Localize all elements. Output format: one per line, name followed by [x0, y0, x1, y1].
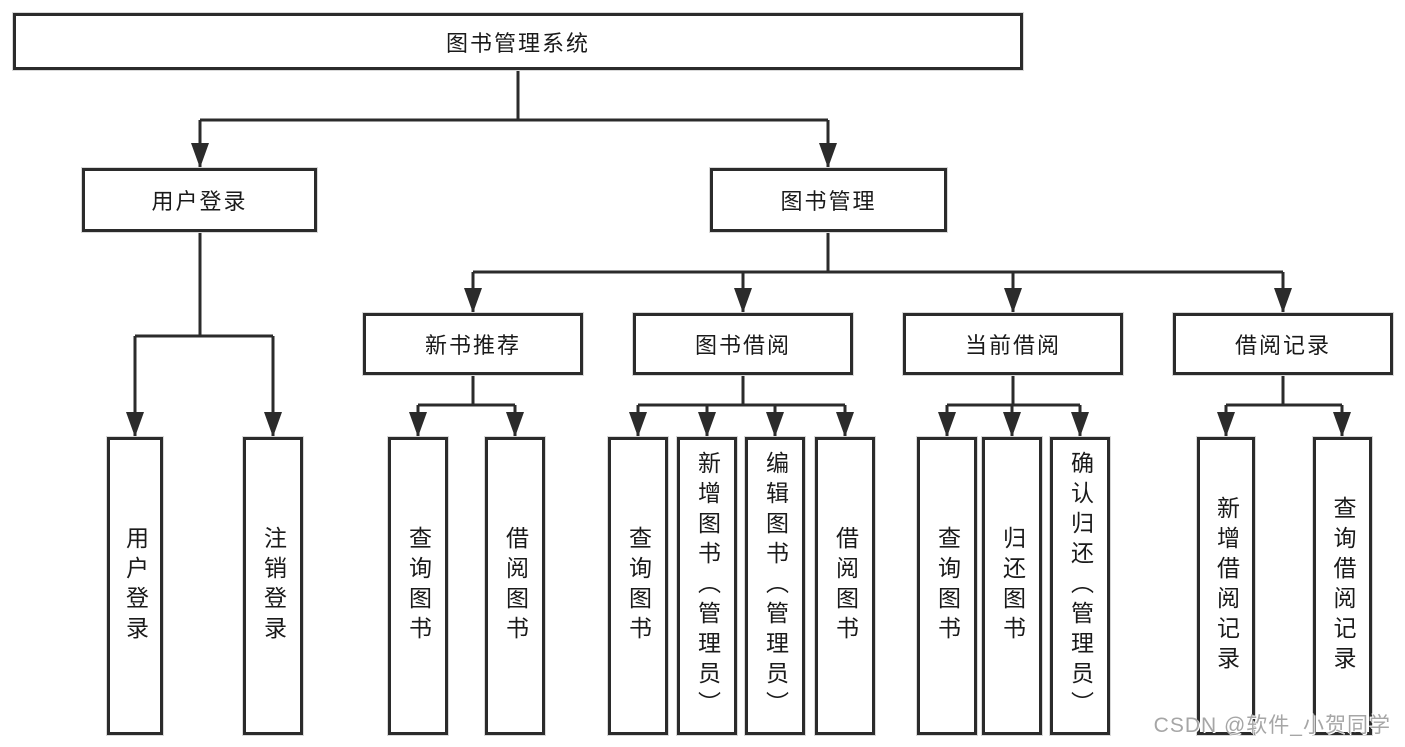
node-book-management: 图书管理 — [710, 168, 947, 232]
leaf-borrow-add-books-admin: 新增图书（管理员） — [677, 437, 737, 735]
leaf-logout: 注销登录 — [243, 437, 303, 735]
node-book-borrowing: 图书借阅 — [633, 313, 853, 375]
edge-bus-root — [200, 70, 828, 122]
leaf-borrow-borrow-books: 借阅图书 — [815, 437, 875, 735]
edge-bus-book-mgmt — [473, 232, 1283, 274]
leaf-borrow-edit-books-admin: 编辑图书（管理员） — [745, 437, 805, 735]
node-root-library-system: 图书管理系统 — [13, 13, 1023, 70]
edge-bus-current-borrow — [947, 375, 1080, 407]
edge-bus-borrow-records — [1226, 375, 1342, 407]
node-new-book-recommend: 新书推荐 — [363, 313, 583, 375]
node-current-borrowing: 当前借阅 — [903, 313, 1123, 375]
edge-bus-user-login — [135, 232, 273, 338]
leaf-rec-query-books: 查询图书 — [388, 437, 448, 735]
leaf-rec-borrow-books: 借阅图书 — [485, 437, 545, 735]
csdn-watermark: CSDN @软件_小贺同学 — [1153, 714, 1391, 737]
leaf-records-query-record: 查询借阅记录 — [1313, 437, 1372, 735]
leaf-cur-query-books: 查询图书 — [917, 437, 977, 735]
node-borrowing-records: 借阅记录 — [1173, 313, 1393, 375]
edge-bus-book-borrow — [638, 375, 845, 407]
leaf-cur-confirm-return-admin: 确认归还（管理员） — [1050, 437, 1110, 735]
leaf-user-login: 用户登录 — [107, 437, 163, 735]
leaf-borrow-query-books: 查询图书 — [608, 437, 668, 735]
leaf-records-add-record: 新增借阅记录 — [1197, 437, 1255, 735]
leaf-cur-return-books: 归还图书 — [982, 437, 1042, 735]
edge-bus-new-book-rec — [418, 375, 515, 407]
node-user-login: 用户登录 — [82, 168, 317, 232]
